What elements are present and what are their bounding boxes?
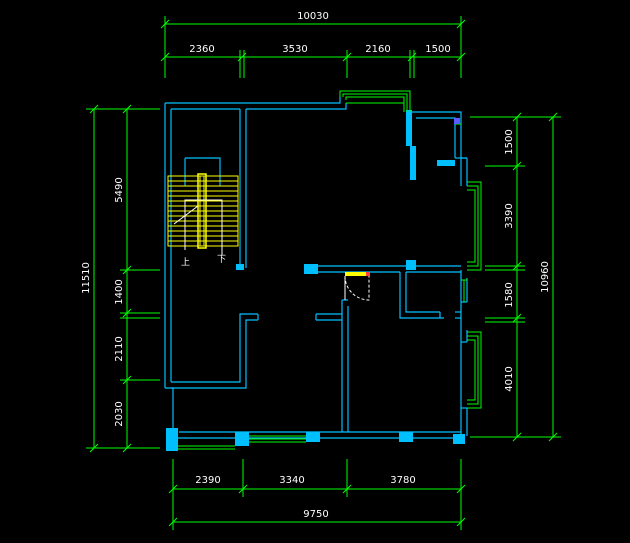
right-dim-1: 1500 bbox=[504, 129, 515, 154]
column bbox=[437, 160, 455, 166]
left-dimension-labels: 11510 5490 1400 2110 2030 bbox=[81, 177, 125, 426]
top-dim-2: 3530 bbox=[282, 44, 307, 55]
column bbox=[235, 432, 249, 446]
top-dimension-labels: 10030 2360 3530 2160 1500 bbox=[189, 11, 450, 55]
walls bbox=[164, 97, 468, 439]
top-dim-3: 2160 bbox=[365, 44, 390, 55]
column bbox=[406, 110, 412, 146]
column bbox=[399, 432, 413, 442]
right-dim-2: 3390 bbox=[504, 203, 515, 228]
bottom-overall-dim: 9750 bbox=[303, 509, 328, 520]
left-dim-1: 5490 bbox=[114, 177, 125, 202]
column bbox=[306, 432, 320, 442]
top-dimensions bbox=[160, 16, 466, 78]
stair-up-label: 上 bbox=[181, 257, 190, 268]
right-dimensions bbox=[470, 112, 561, 442]
right-overall-dim: 10960 bbox=[540, 261, 551, 293]
top-dim-1: 2360 bbox=[189, 44, 214, 55]
bottom-dim-2: 3340 bbox=[279, 475, 304, 486]
stair-arrow bbox=[173, 199, 223, 255]
right-dim-3: 1580 bbox=[504, 282, 515, 307]
column bbox=[166, 428, 178, 451]
columns bbox=[166, 110, 465, 451]
left-dim-3: 2110 bbox=[114, 336, 125, 361]
column bbox=[406, 260, 416, 270]
staircase bbox=[167, 173, 239, 249]
bottom-dimension-labels: 2390 3340 3780 9750 bbox=[195, 475, 415, 520]
column bbox=[410, 146, 416, 180]
column bbox=[304, 264, 318, 274]
bottom-dim-3: 3780 bbox=[390, 475, 415, 486]
column bbox=[236, 264, 244, 270]
left-overall-dim: 11510 bbox=[81, 262, 92, 294]
right-dimension-labels: 10960 1500 3390 1580 4010 bbox=[504, 129, 551, 391]
window-mark bbox=[454, 118, 460, 124]
bottom-dimensions bbox=[168, 459, 466, 530]
left-dimensions bbox=[86, 104, 160, 453]
stair-down-label: 下 bbox=[217, 255, 226, 265]
bottom-dim-1: 2390 bbox=[195, 475, 220, 486]
top-dim-4: 1500 bbox=[425, 44, 450, 55]
windows bbox=[178, 90, 482, 450]
top-overall-dim: 10030 bbox=[297, 11, 329, 22]
right-dim-4: 4010 bbox=[504, 366, 515, 391]
left-dim-2: 1400 bbox=[114, 279, 125, 304]
column bbox=[453, 434, 465, 444]
left-dim-4: 2030 bbox=[114, 401, 125, 426]
door bbox=[344, 272, 370, 301]
